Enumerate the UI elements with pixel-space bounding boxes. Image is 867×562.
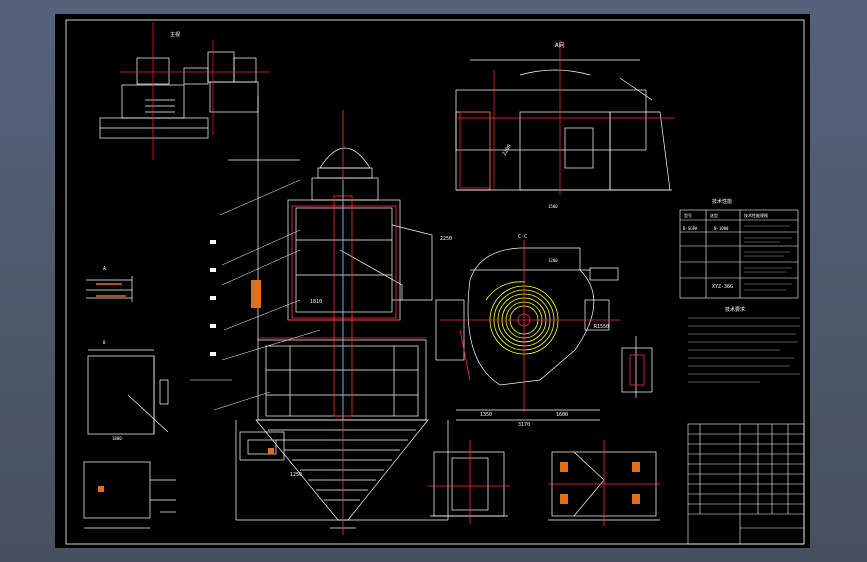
spec-table [679,209,799,299]
notes-title: 技术要求 [725,306,745,313]
view-a-label: A向 [555,41,565,49]
view-a-red [458,40,675,195]
dim-1200: 1200 [548,258,558,263]
dim-2200: 2200 [502,144,513,157]
spec-head-3: 技术性能规格 [744,212,768,218]
dim-1810: 1810 [310,299,322,305]
motor-centerlines [120,22,270,160]
base-plate-orange [98,486,104,492]
section-label: C-C [518,234,527,240]
title-block [687,423,805,545]
spec-model: B-SGPA [683,226,698,231]
spec-fill-lines [744,225,792,291]
detail-a-label: A [103,266,106,272]
spec-head-1: 型号 [684,212,692,218]
left-callouts [210,240,216,356]
bottom-detail-2-red [548,440,660,526]
spec-title: 技术性能 [712,198,732,205]
top-view-label: 主视 [170,31,180,38]
side-detail-red [629,354,645,386]
sheet-border [65,19,805,545]
dim-2250: 2250 [440,236,452,242]
detail-a [86,276,133,302]
spec-type: N-1000 [714,226,729,231]
dim-r1550: R1550 [594,324,609,330]
dim-3170: 3170 [518,422,530,428]
notes-lines [688,317,800,383]
side-detail [621,336,653,398]
detail-b-label: B [103,340,106,345]
detail-b [87,349,169,435]
dim-1250: 1250 [290,472,302,478]
drawing-viewport [55,14,810,548]
detail-a-orange [96,283,126,297]
view-a [455,59,672,191]
base-plate [83,461,176,529]
volute-section [435,247,619,421]
leader-lines [190,179,321,411]
bottom-detail-1-red [428,440,510,524]
bottom-detail-2-orange [560,462,640,504]
spec-motor: XYZ-36G [712,284,733,290]
dim-1350: 1350 [480,412,492,418]
spec-head-2: 选型 [710,212,718,218]
orange-parts [251,280,274,454]
volute-arc-yellow [485,281,526,301]
dim-1600: 1600 [556,412,568,418]
dim-1500: 1500 [548,204,558,209]
dim-1800: 1800 [112,436,122,441]
volute-red [440,240,620,412]
